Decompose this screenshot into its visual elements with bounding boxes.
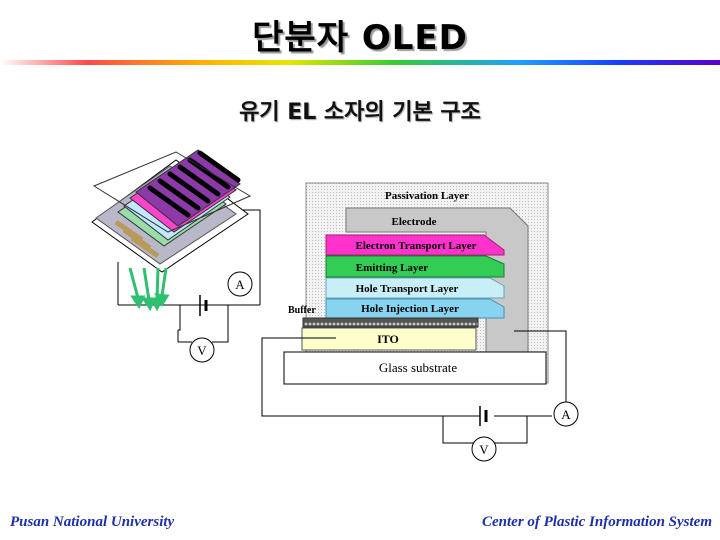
ito-layer [301,327,477,351]
slide-title: 단분자 OLED [252,18,468,58]
buffer-layer [302,317,479,328]
voltmeter-label: V [479,442,489,457]
hole-injection-layer [325,298,505,319]
ammeter-label: A [561,407,571,422]
electron-transport-layer [325,234,505,256]
voltmeter-label: V [197,343,207,358]
electrode-layer-label: Electrode [391,216,436,228]
emitting-layer-label: Emitting Layer [356,262,429,274]
glass-substrate [283,351,547,385]
hole-transport-layer [325,277,505,299]
title-divider-bar [0,60,720,65]
ammeter-icon [553,401,579,427]
emitting-layer [325,255,505,278]
oled-cross-section: Passivation Layer Electrode Electron Tra… [261,182,579,462]
ammeter-icon [227,271,253,297]
ammeter-label: A [235,277,245,292]
voltmeter-icon [189,337,215,363]
hole-injection-layer-label: Hole Injection Layer [361,303,459,315]
passivation-layer-label: Passivation Layer [385,190,469,202]
electron-transport-layer-label: Electron Transport Layer [356,240,477,252]
buffer-layer-label: Buffer [288,305,316,316]
voltmeter-icon [471,436,497,462]
glass-substrate-label: Glass substrate [379,360,458,375]
ito-layer-label: ITO [377,332,399,346]
footer-center-name: Center of Plastic Information System [481,514,712,530]
device-3d-illustration: V A [91,149,261,363]
footer-university: Pusan National University [10,514,175,530]
hole-transport-layer-label: Hole Transport Layer [356,283,459,295]
slide-subtitle: 유기 EL 소자의 기본 구조 [239,100,481,125]
